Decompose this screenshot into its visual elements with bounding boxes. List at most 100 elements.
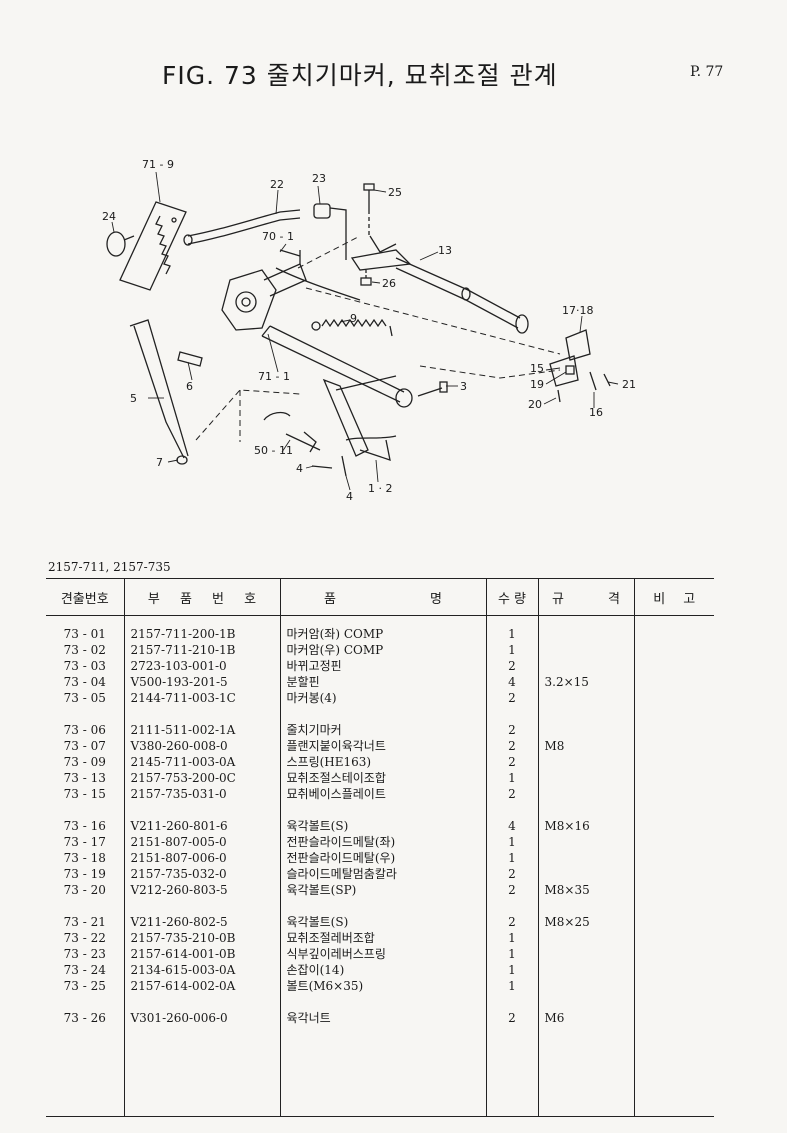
spacer-cell	[279, 994, 486, 1010]
spacer-cell	[633, 802, 714, 818]
index-no-cell: 73 - 26	[63, 1011, 106, 1025]
part-name-cell: 볼트(M6×35)	[279, 978, 486, 994]
remarks-cell	[633, 930, 714, 946]
specification-cell	[537, 866, 634, 882]
remarks-cell	[633, 818, 714, 834]
spacer-cell	[123, 706, 280, 722]
quantity-cell: 1	[485, 642, 538, 658]
index-no-cell: 73 - 02	[63, 643, 106, 657]
index-no-cell: 73 - 17	[63, 835, 106, 849]
quantity-cell: 1	[485, 850, 538, 866]
part-number-cell: 2157-735-032-0	[123, 866, 280, 882]
group-spacer-row	[46, 898, 714, 914]
part-number-cell: V301-260-006-0	[123, 1010, 280, 1026]
remarks-cell	[633, 738, 714, 754]
specification-cell	[537, 690, 634, 706]
part-name-cell: 전판슬라이드메탈(좌)	[279, 834, 486, 850]
part-name-cell: 마커봉(4)	[279, 690, 486, 706]
parts-list-table: 견출번호 부 품 번 호 품 명 수 량 규 격 비 고 73 - 01 2157…	[46, 578, 714, 1117]
part-number-cell: V211-260-802-5	[123, 914, 280, 930]
part-name-cell: 묘취조절레버조합	[279, 930, 486, 946]
callout-6: 6	[186, 380, 193, 393]
part-number-cell: 2157-711-200-1B	[123, 615, 280, 642]
index-no-cell: 73 - 13	[63, 771, 106, 785]
index-no-cell: 73 - 25	[63, 979, 106, 993]
marker-arm-bracket	[221, 249, 361, 331]
index-no-cell: 73 - 23	[63, 947, 106, 961]
part-number-cell: 2134-615-003-0A	[123, 962, 280, 978]
remarks-cell	[633, 962, 714, 978]
handle-knob	[106, 231, 135, 257]
remarks-cell	[633, 786, 714, 802]
part-number-cell: 2157-614-002-0A	[123, 978, 280, 994]
spacer-cell	[123, 802, 280, 818]
header-part-name: 품 명	[279, 578, 486, 616]
blank-cell	[633, 1026, 714, 1117]
callout-16: 16	[589, 406, 603, 419]
spacer-cell	[46, 994, 124, 1010]
marker-spring	[311, 318, 393, 337]
quantity-cell: 2	[485, 914, 538, 930]
specification-cell	[537, 642, 634, 658]
part-number-cell: 2157-711-210-1B	[123, 642, 280, 658]
spacer-cell	[123, 994, 280, 1010]
table-header-row: 견출번호 부 품 번 호 품 명 수 량 규 격 비 고	[46, 578, 714, 616]
spacer-cell	[633, 898, 714, 914]
blank-cell	[46, 1026, 124, 1117]
specification-cell	[537, 658, 634, 674]
callout-5: 5	[130, 392, 137, 405]
quantity-cell: 4	[485, 818, 538, 834]
index-no-cell: 73 - 19	[63, 867, 106, 881]
index-no-cell: 73 - 01	[63, 627, 106, 641]
part-number-cell: 2145-711-003-0A	[123, 754, 280, 770]
lever-guide-plate	[119, 201, 187, 291]
index-no-cell: 73 - 04	[63, 675, 106, 689]
spacer-cell	[46, 802, 124, 818]
remarks-cell	[633, 658, 714, 674]
quantity-cell: 2	[485, 882, 538, 898]
specification-cell	[537, 754, 634, 770]
nut-26	[360, 270, 372, 286]
header-specification: 규 격	[537, 578, 634, 616]
part-name-cell: 묘취조절스테이조합	[279, 770, 486, 786]
remarks-cell	[633, 946, 714, 962]
part-number-cell: 2157-753-200-0C	[123, 770, 280, 786]
part-number-cell: 2151-807-006-0	[123, 850, 280, 866]
remarks-cell	[633, 642, 714, 658]
callout-23: 23	[312, 172, 326, 185]
exploded-parts-diagram: 71 - 9 22 23 25 24 70 - 1 13 26 9 17·18 …	[102, 158, 636, 503]
group-spacer-row	[46, 706, 714, 722]
specification-cell: 3.2×15	[537, 674, 634, 690]
spacer-cell	[46, 706, 124, 722]
applicable-models: 2157-711, 2157-735	[48, 560, 171, 574]
specification-cell: M6	[537, 1010, 634, 1026]
part-number-cell: 2111-511-002-1A	[123, 722, 280, 738]
index-no-cell: 73 - 18	[63, 851, 106, 865]
specification-cell: M8×16	[537, 818, 634, 834]
callout-4-bottom: 4	[346, 490, 353, 503]
table-blank-rows	[46, 1026, 714, 1117]
callout-21: 21	[622, 378, 636, 391]
base-plate-assembly	[549, 329, 611, 403]
part-number-cell: V380-260-008-0	[123, 738, 280, 754]
spacer-cell	[537, 994, 634, 1010]
index-no-cell: 73 - 22	[63, 931, 106, 945]
spacer-cell	[537, 706, 634, 722]
part-name-cell: 분할핀	[279, 674, 486, 690]
spacer-cell	[46, 898, 124, 914]
specification-cell: M8×35	[537, 882, 634, 898]
part-name-cell: 스프링(HE163)	[279, 754, 486, 770]
callout-71-1: 71 - 1	[258, 370, 290, 383]
index-no-cell: 73 - 06	[63, 723, 106, 737]
